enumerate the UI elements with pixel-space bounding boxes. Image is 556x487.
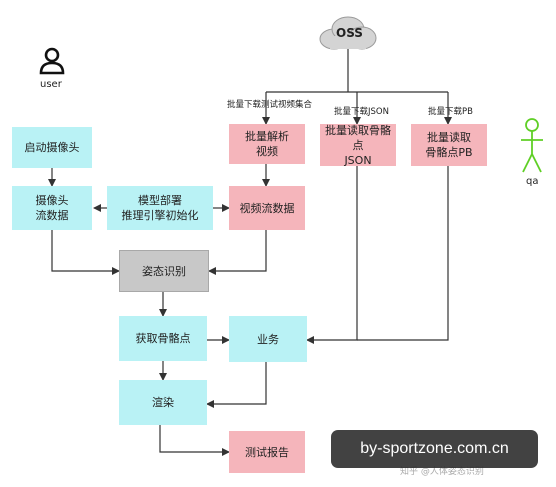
- qa-label: qa: [526, 176, 539, 187]
- node-get-skeleton: 获取骨骼点: [119, 316, 207, 361]
- node-business: 业务: [229, 316, 307, 362]
- edge-read-pb-to-business: [357, 166, 449, 341]
- user-label: user: [40, 79, 62, 90]
- edge-camera-stream-to-pose: [51, 230, 120, 275]
- edge-label-download-json: 批量下载JSON: [334, 107, 389, 117]
- edge-label-download-videos: 批量下载测试视频集合: [227, 100, 313, 110]
- node-render: 渲染: [119, 380, 207, 425]
- node-video-stream: 视频流数据: [229, 186, 305, 230]
- node-camera-stream: 摄像头 流数据: [12, 186, 92, 230]
- node-model-deploy: 模型部署 推理引擎初始化: [107, 186, 213, 230]
- node-batch-read-pb: 批量读取 骨骼点PB: [411, 124, 487, 166]
- node-batch-parse: 批量解析 视频: [229, 124, 305, 164]
- node-batch-read-json: 批量读取骨骼点 JSON: [320, 124, 396, 167]
- node-test-report: 测试报告: [229, 431, 305, 473]
- node-start-camera: 启动摄像头: [12, 127, 92, 168]
- user-icon: [39, 47, 65, 75]
- watermark-faint-text: 知乎 @人体姿态识别: [400, 467, 484, 477]
- qa-stick-figure-icon: [521, 118, 543, 173]
- node-pose-recognition: 姿态识别: [119, 250, 209, 292]
- cloud-icon: [319, 16, 377, 50]
- edge-label-download-pb: 批量下载PB: [428, 107, 473, 117]
- edge-video-stream-to-pose: [208, 230, 267, 275]
- watermark-banner: by-sportzone.com.cn: [331, 430, 538, 468]
- edge-render-to-report: [159, 425, 230, 456]
- edge-read-json-to-business: [306, 166, 358, 344]
- cloud-label: OSS: [336, 26, 363, 40]
- edge-business-to-render: [206, 362, 267, 408]
